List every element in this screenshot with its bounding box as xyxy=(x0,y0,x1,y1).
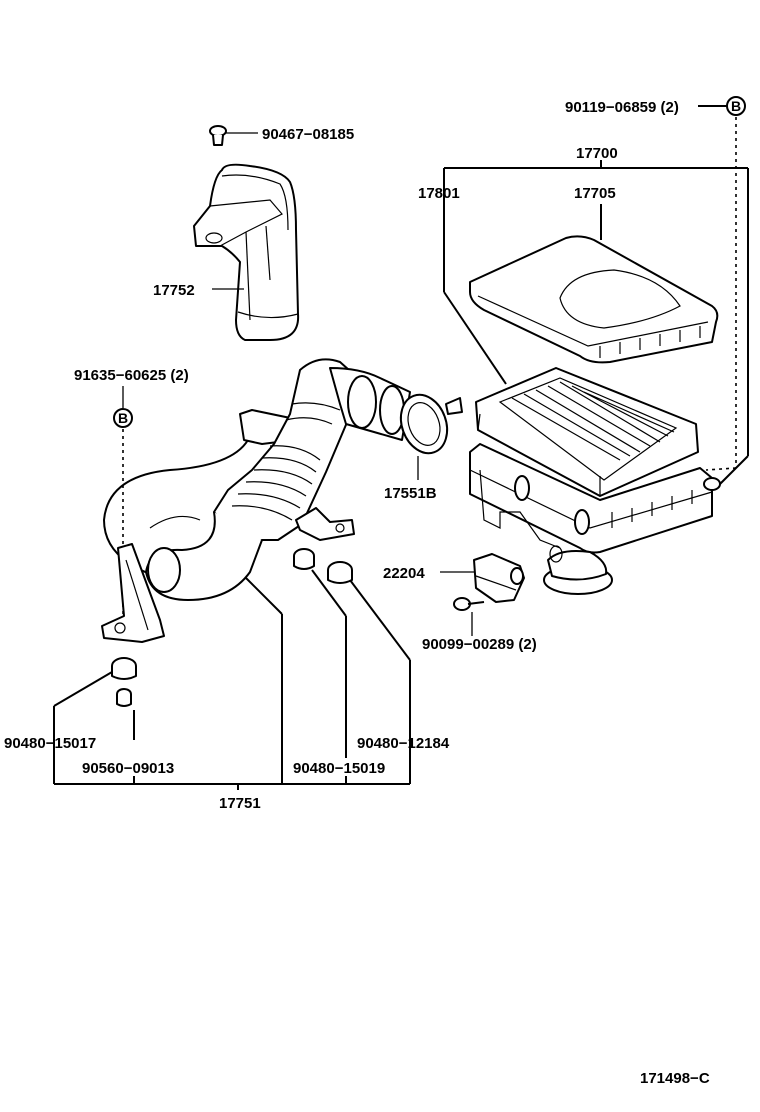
figure-id: 171498−C xyxy=(640,1070,710,1087)
grommet-90480-15017 xyxy=(111,657,137,680)
left-mount-bracket xyxy=(101,543,165,643)
label-90480-12184: 90480−12184 xyxy=(357,735,450,752)
label-17751: 17751 xyxy=(219,795,261,812)
air-cleaner-case xyxy=(469,443,721,554)
hose-clamp-17551b xyxy=(399,393,463,480)
label-17700: 17700 xyxy=(576,145,618,162)
grommet-90480-15019 xyxy=(293,548,315,570)
label-90099-00289: 90099−00289 (2) xyxy=(422,636,537,653)
clip-90467 xyxy=(209,125,258,146)
label-90480-15019: 90480−15019 xyxy=(293,760,385,777)
label-22204: 22204 xyxy=(383,565,425,582)
collar-90560-09013 xyxy=(116,688,132,707)
label-17752: 17752 xyxy=(153,282,195,299)
sensor-22204 xyxy=(473,553,525,603)
label-17551b: 17551B xyxy=(384,485,437,502)
air-cleaner-cap-17705 xyxy=(469,235,719,364)
label-17705: 17705 xyxy=(574,185,616,202)
callout-b-left-circle xyxy=(113,408,133,428)
label-90560-09013: 90560−09013 xyxy=(82,760,174,777)
label-brackets-17751 xyxy=(53,569,411,790)
label-91635-60625: 91635−60625 (2) xyxy=(74,367,189,384)
label-90480-15017: 90480−15017 xyxy=(4,735,96,752)
air-duct-17752 xyxy=(193,163,300,341)
air-filter-element-17801 xyxy=(475,367,699,497)
bolt-90119-callout xyxy=(698,96,746,471)
grommet-90480-12184 xyxy=(327,561,353,584)
callout-b-left: B xyxy=(118,410,128,426)
screw-90099 xyxy=(453,597,485,636)
callout-b-top: B xyxy=(731,98,741,114)
case-outlet-flange xyxy=(543,545,613,595)
label-90467-08185: 90467−08185 xyxy=(262,126,354,143)
label-90119-06859: 90119−06859 (2) xyxy=(565,99,679,116)
label-brackets-17700 xyxy=(443,160,749,487)
intake-hose-17751 xyxy=(102,358,411,601)
label-17801: 17801 xyxy=(418,185,460,202)
